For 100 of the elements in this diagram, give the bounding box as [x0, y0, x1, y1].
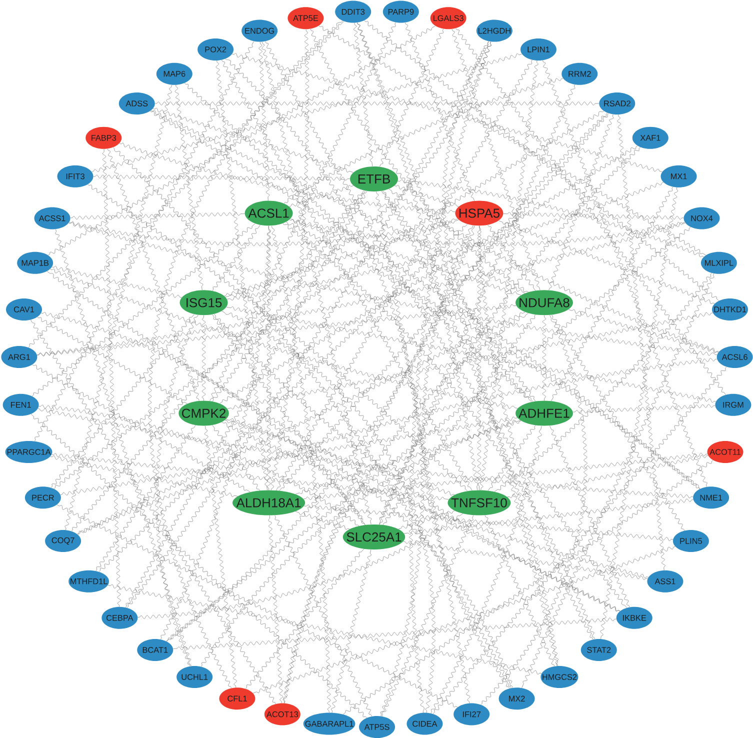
gene-node: POX2 — [198, 38, 234, 60]
gene-node: XAF1 — [632, 126, 668, 149]
wavy-connector — [51, 314, 194, 488]
gene-node: ACSS1 — [34, 207, 70, 230]
wavy-connector — [38, 404, 360, 526]
gene-node: ALDH18A1 — [232, 490, 306, 516]
wavy-connector — [380, 28, 444, 167]
wavy-connector — [364, 20, 719, 301]
gene-node: ACSL1 — [244, 200, 293, 226]
wavy-connector — [452, 28, 540, 290]
wavy-connector — [286, 222, 700, 489]
wavy-connector — [108, 584, 542, 674]
wavy-connector — [271, 226, 331, 713]
wavy-connector — [50, 456, 238, 497]
wavy-connector — [404, 498, 694, 535]
wavy-connector — [507, 455, 708, 498]
wavy-connector — [245, 548, 364, 689]
wavy-connector — [456, 28, 726, 395]
wavy-connector — [210, 22, 396, 402]
wavy-connector — [422, 225, 510, 688]
wavy-connector — [52, 453, 449, 500]
gene-node: FABP3 — [86, 126, 122, 149]
wavy-connector — [113, 147, 512, 688]
wavy-connector — [357, 22, 558, 666]
wavy-connector — [290, 218, 685, 246]
wavy-connector — [432, 366, 727, 714]
wavy-connector — [127, 41, 489, 608]
wavy-connector — [310, 28, 529, 292]
wavy-connector — [30, 320, 276, 704]
gene-node: ATP5S — [359, 716, 395, 738]
wavy-connector — [252, 546, 676, 694]
wavy-connector — [212, 224, 260, 291]
gene-node: ADSS — [118, 92, 155, 114]
wavy-connector — [484, 515, 555, 666]
wavy-connector — [379, 84, 576, 525]
wavy-connector — [503, 212, 684, 220]
gene-node: UCHL1 — [176, 666, 213, 688]
wavy-connector — [480, 60, 538, 490]
gene-node: ETFB — [350, 166, 398, 192]
wavy-connector — [382, 190, 536, 402]
wavy-connector — [166, 226, 475, 642]
gene-node: L2HGDH — [476, 20, 512, 42]
wavy-connector — [404, 22, 475, 201]
wavy-connector — [150, 110, 526, 294]
gene-node: ENDOG — [242, 20, 278, 42]
gene-node: LPIN1 — [520, 38, 556, 60]
wavy-connector — [150, 110, 700, 489]
wavy-connector — [71, 190, 364, 532]
wavy-connector — [284, 78, 564, 204]
wavy-connector — [494, 272, 712, 492]
wavy-connector — [258, 42, 270, 201]
wavy-connector — [403, 540, 648, 580]
wavy-connector — [378, 147, 640, 525]
wavy-connector — [202, 315, 206, 401]
gene-node: COQ7 — [45, 530, 82, 552]
wavy-connector — [226, 182, 664, 300]
wavy-connector — [381, 190, 558, 666]
wavy-connector — [216, 60, 268, 490]
wavy-connector — [398, 179, 704, 258]
wavy-connector — [28, 21, 344, 348]
wavy-connector — [304, 504, 674, 541]
wavy-connector — [34, 41, 254, 442]
wavy-connector — [224, 220, 459, 296]
wavy-connector — [268, 515, 284, 704]
wavy-connector — [98, 224, 468, 572]
wavy-connector — [376, 191, 470, 704]
wavy-connector — [283, 112, 608, 704]
wavy-connector — [409, 42, 492, 713]
wavy-connector — [50, 268, 518, 409]
wavy-connector — [480, 314, 588, 705]
wavy-connector — [270, 29, 310, 490]
gene-node: NOX4 — [684, 207, 720, 230]
gene-node: MTHFD1L — [68, 570, 109, 592]
wavy-connector — [276, 60, 532, 491]
wavy-connector — [32, 364, 250, 492]
gene-node: RSAD2 — [599, 92, 636, 114]
wavy-connector — [148, 20, 343, 688]
wavy-connector — [388, 188, 720, 352]
wavy-connector — [295, 511, 350, 530]
wavy-connector — [382, 314, 536, 525]
wavy-connector — [56, 504, 458, 708]
wavy-connector — [155, 314, 198, 666]
gene-node: MX2 — [498, 688, 535, 710]
wavy-connector — [30, 414, 367, 718]
wavy-connector — [93, 174, 350, 181]
wavy-connector — [173, 618, 616, 650]
wavy-connector — [617, 114, 666, 570]
wavy-connector — [41, 312, 366, 525]
gene-node: LGALS3 — [430, 7, 466, 30]
gene-node: PLIN5 — [672, 530, 709, 552]
gene-node: SLC25A1 — [342, 524, 406, 550]
wavy-connector — [166, 226, 691, 642]
wavy-connector — [342, 460, 714, 714]
wavy-connector — [88, 184, 468, 492]
wavy-connector — [204, 426, 237, 688]
gene-node: CEBPA — [102, 606, 138, 629]
wavy-connector — [174, 84, 204, 290]
wavy-connector — [46, 271, 620, 612]
wavy-connector — [303, 452, 708, 500]
wavy-connector — [282, 313, 528, 704]
